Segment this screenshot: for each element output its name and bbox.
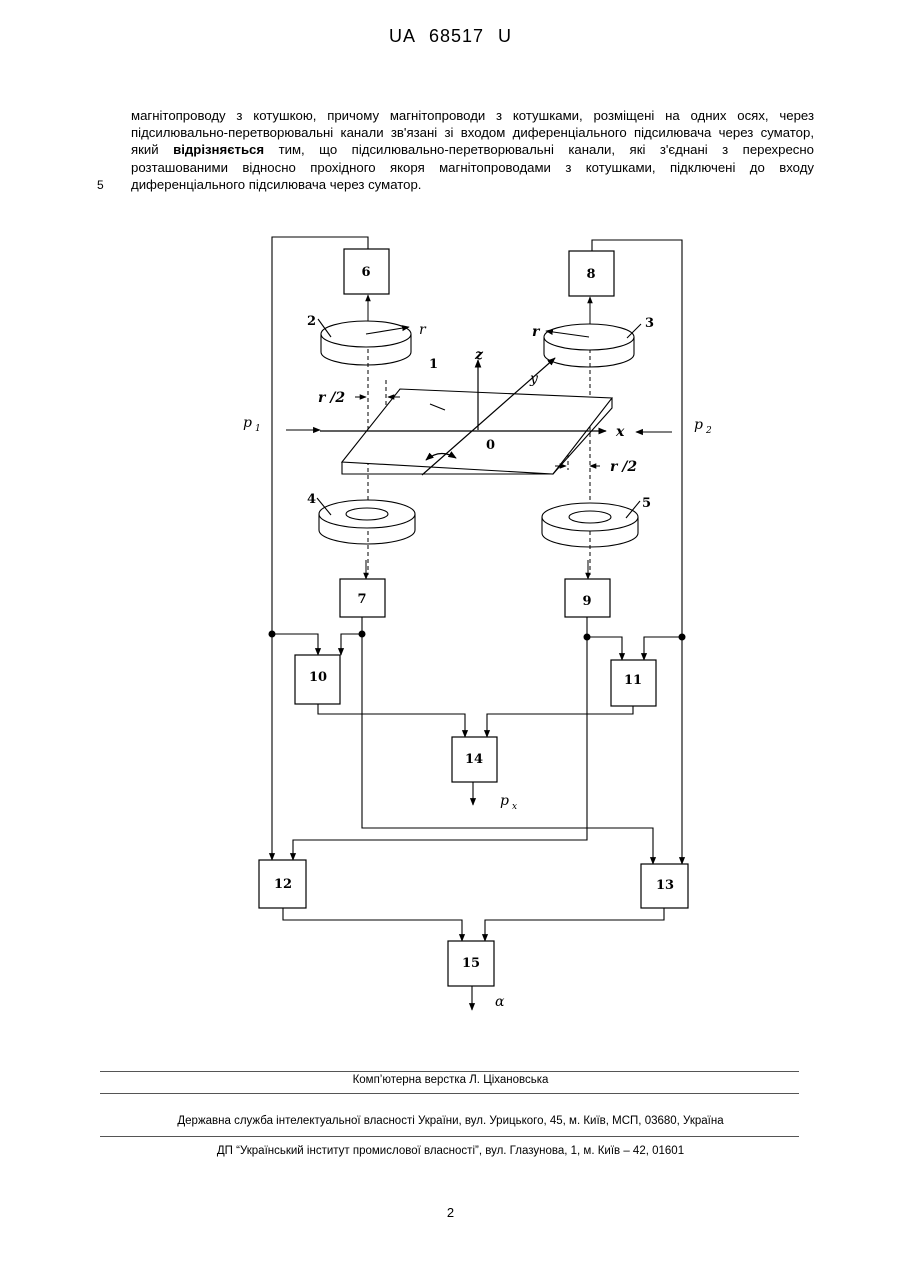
axis-x-label: x [615,424,625,440]
institute-address: ДП “Український інститут промислової вла… [0,1145,901,1157]
page-number: 2 [0,1205,901,1220]
output-alpha: α [495,994,505,1010]
pressure-p1: p1 [243,415,261,434]
coil-2 [318,319,411,365]
coil-5 [542,501,640,547]
block-11-label: 11 [624,673,642,688]
axis-y-label: y [529,371,539,387]
blocks [259,249,688,986]
axis-z-label: z [474,347,484,363]
service-address: Державна служба інтелектуальної власност… [0,1115,901,1127]
footer-rule-1 [100,1071,799,1072]
coil-4-number: 4 [307,492,316,507]
block-labels: 6 8 7 9 10 11 14 12 13 15 [274,265,674,971]
coil-3-number: 3 [645,316,654,331]
block-9-label: 9 [582,594,591,609]
half-radius-right: r /2 [610,459,637,475]
block-10-label: 10 [309,670,327,685]
radius-label-left: r [419,322,427,338]
footer-rule-2 [100,1093,799,1094]
block-6-label: 6 [361,265,370,280]
block-7-label: 7 [357,592,366,607]
block-14-label: 14 [465,752,483,767]
coil-2-number: 2 [307,314,316,329]
armature-number: 1 [429,357,438,372]
block-12-label: 12 [274,877,292,892]
origin-label: 0 [486,438,495,453]
footer-rule-3 [100,1136,799,1137]
block-8-label: 8 [586,267,595,282]
radius-label-right: r [532,324,541,340]
coil-3 [544,324,641,367]
coil-4 [317,498,415,544]
coil-5-number: 5 [642,496,651,511]
output-px: px [500,793,517,812]
pressure-p2: p2 [694,417,712,436]
block-15-label: 15 [462,956,480,971]
junction-dots [269,631,686,641]
half-radius-left: r /2 [318,390,345,406]
block-13-label: 13 [656,878,674,893]
layout-credit: Комп’ютерна верстка Л. Ціхановська [0,1074,901,1086]
